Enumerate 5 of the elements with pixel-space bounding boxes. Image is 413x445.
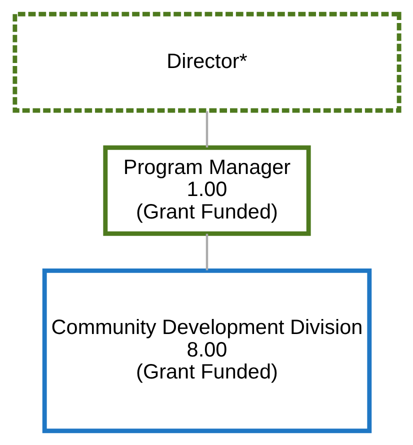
connector: [205, 111, 208, 148]
node-box: Community Development Division 8.00 (Grant Funded): [42, 268, 372, 434]
connector: [205, 234, 208, 270]
node-box: Director*: [12, 12, 401, 113]
node-box: Program Manager 1.00 (Grant Funded): [102, 145, 310, 236]
